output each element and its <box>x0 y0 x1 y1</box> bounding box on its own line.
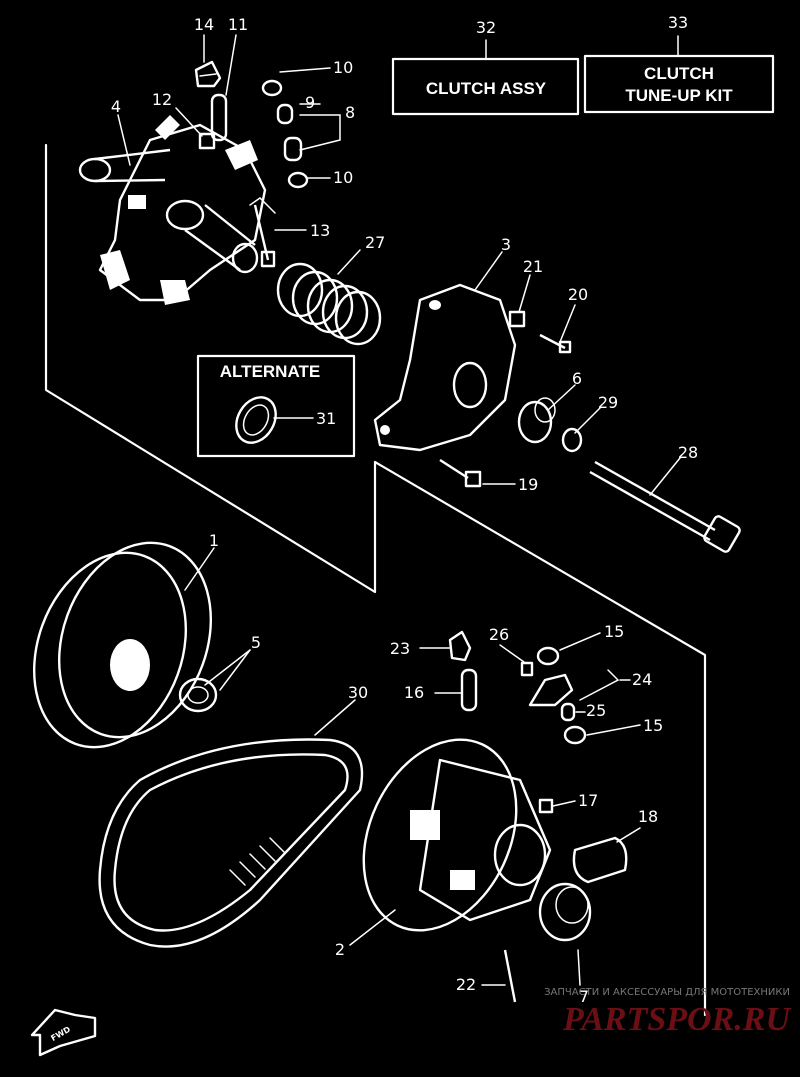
part-10-washer-top[interactable] <box>261 79 283 97</box>
part-23-cap[interactable] <box>448 630 472 662</box>
watermark-tagline: ЗАПЧАСТИ И АКСЕССУАРЫ ДЛЯ МОТОТЕХНИКИ <box>544 987 790 998</box>
part-27-spring[interactable] <box>276 262 382 346</box>
callout-32: 32 <box>476 18 496 37</box>
callout-14: 14 <box>194 15 214 34</box>
callout-15-bottom: 15 <box>643 716 663 735</box>
part-7-bushing[interactable] <box>538 882 592 942</box>
callout-22: 22 <box>456 975 476 994</box>
callout-5: 5 <box>251 633 261 652</box>
part-19-bolt[interactable] <box>439 458 482 488</box>
callout-26: 26 <box>489 625 509 644</box>
callout-11: 11 <box>228 15 248 34</box>
callout-1: 1 <box>209 531 219 550</box>
belt-teeth <box>229 837 286 886</box>
part-16-pin[interactable] <box>460 668 478 712</box>
callout-29: 29 <box>598 393 618 412</box>
clutch-assy-label: CLUTCH ASSY <box>426 79 547 98</box>
callout-18: 18 <box>638 807 658 826</box>
part-6-bushing[interactable] <box>517 397 556 444</box>
callout-27: 27 <box>365 233 385 252</box>
part-12-screw[interactable] <box>198 132 216 150</box>
part-29-washer[interactable] <box>561 427 583 453</box>
clutch-assy-box[interactable]: CLUTCH ASSY <box>391 57 580 116</box>
callout-numbers: 14 11 4 12 10 9 8 10 13 27 3 21 20 6 29 … <box>111 15 698 1006</box>
callout-25: 25 <box>586 701 606 720</box>
callout-13: 13 <box>310 221 330 240</box>
callout-24: 24 <box>632 670 652 689</box>
callout-12: 12 <box>152 90 172 109</box>
part-26-screw[interactable] <box>520 661 534 677</box>
part-1-sheave[interactable] <box>8 521 237 768</box>
clutch-tuneup-kit-box[interactable]: CLUTCH TUNE-UP KIT <box>583 54 775 114</box>
part-18-sleeve[interactable] <box>572 836 628 884</box>
callout-31: 31 <box>316 409 336 428</box>
part-20-bolt[interactable] <box>539 333 572 354</box>
callout-2: 2 <box>335 940 345 959</box>
part-10-washer-bottom[interactable] <box>287 171 309 189</box>
callout-20: 20 <box>568 285 588 304</box>
part-5-bushing[interactable] <box>178 677 218 713</box>
callout-15-top: 15 <box>604 622 624 641</box>
part-22-bolt[interactable] <box>503 949 517 1003</box>
callout-10-top: 10 <box>333 58 353 77</box>
callout-21: 21 <box>523 257 543 276</box>
alternate-label: ALTERNATE <box>220 362 320 381</box>
assembly-outline <box>44 143 707 1017</box>
callout-6: 6 <box>572 369 582 388</box>
part-3-cover[interactable] <box>373 283 517 452</box>
callout-3: 3 <box>501 235 511 254</box>
part-30-belt[interactable] <box>98 738 364 948</box>
part-2-movable-sheave[interactable] <box>334 715 552 955</box>
callout-23: 23 <box>390 639 410 658</box>
callout-9: 9 <box>305 93 315 112</box>
part-13-bolt[interactable] <box>253 204 276 268</box>
spider-shaft-assembly[interactable] <box>78 115 267 305</box>
part-14-cap[interactable] <box>194 60 222 88</box>
callout-16: 16 <box>404 683 424 702</box>
part-24-arm[interactable] <box>528 673 574 707</box>
alternate-box[interactable]: ALTERNATE 31 <box>196 354 356 458</box>
fwd-arrow-icon: FWD <box>30 1008 97 1057</box>
callout-19: 19 <box>518 475 538 494</box>
callout-10-bottom: 10 <box>333 168 353 187</box>
part-15-washer-bottom[interactable] <box>563 725 587 745</box>
callout-4: 4 <box>111 97 121 116</box>
watermark-brand: PARTSPOR.RU <box>562 1001 792 1038</box>
part-17-screw[interactable] <box>538 798 554 814</box>
fwd-label: FWD <box>49 1025 72 1043</box>
part-9-roller[interactable] <box>276 103 303 162</box>
part-15-washer-top[interactable] <box>536 646 560 666</box>
tuneup-label-line1: CLUTCH <box>644 64 714 83</box>
part-21-nut[interactable] <box>508 310 526 328</box>
callout-7: 7 <box>579 987 589 1006</box>
part-25-roller[interactable] <box>560 702 576 722</box>
part-11-pin[interactable] <box>210 93 228 142</box>
callout-30: 30 <box>348 683 368 702</box>
tuneup-label-line2: TUNE-UP KIT <box>625 86 733 105</box>
callout-28: 28 <box>678 443 698 462</box>
leader-lines <box>117 34 681 986</box>
callout-8: 8 <box>345 103 355 122</box>
watermark: ЗАПЧАСТИ И АКСЕССУАРЫ ДЛЯ МОТОТЕХНИКИ PA… <box>544 987 792 1038</box>
callout-17: 17 <box>578 791 598 810</box>
callout-33: 33 <box>668 13 688 32</box>
part-28-bolt[interactable] <box>589 460 741 553</box>
